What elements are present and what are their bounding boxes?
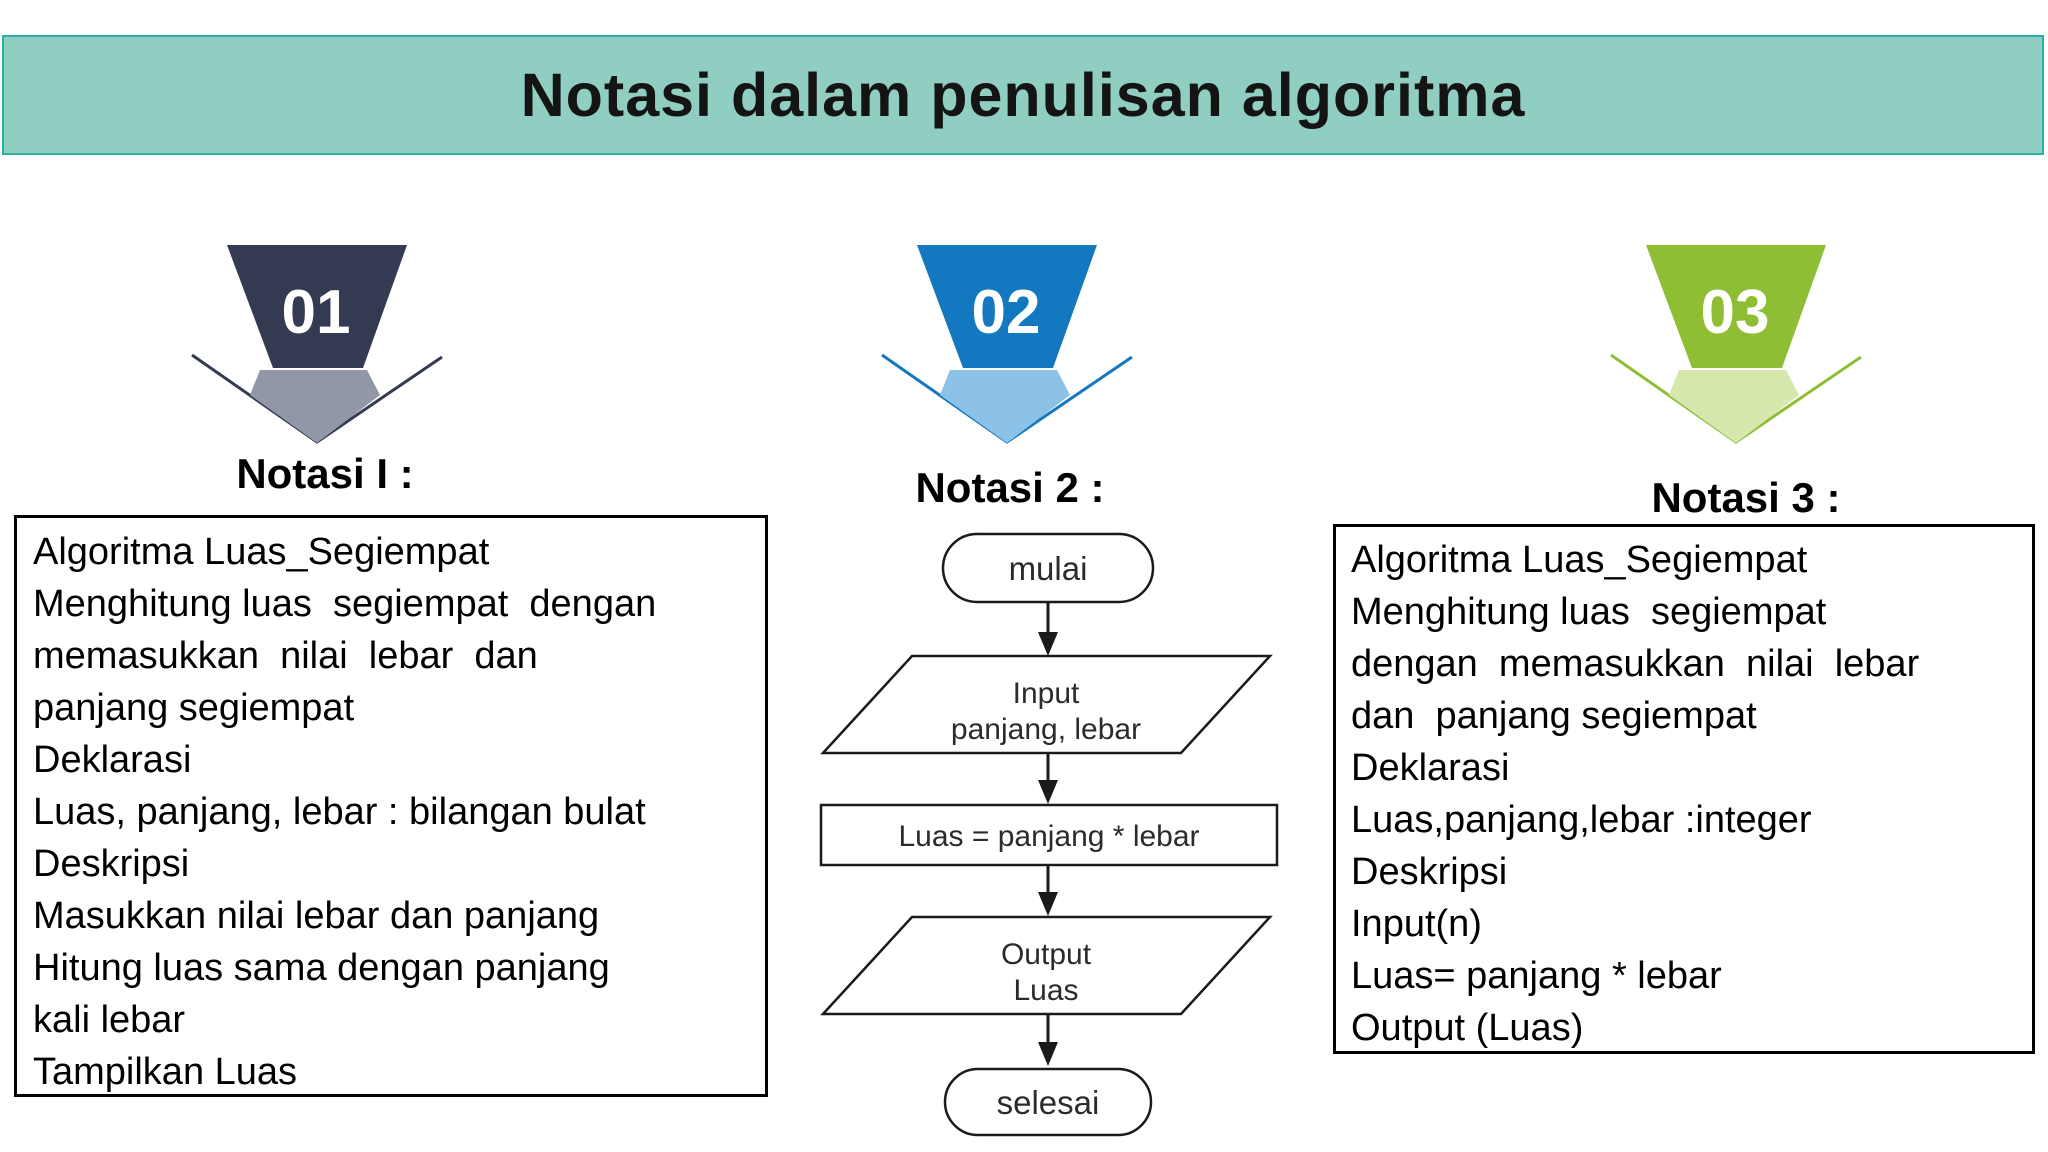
code-line: Algoritma Luas_Segiempat <box>1351 539 1808 581</box>
funnel-body <box>917 245 1097 368</box>
notasi-1-code-box: Algoritma Luas_Segiempat Menghitung luas… <box>14 515 768 1097</box>
notasi-1-label: Notasi I : <box>236 450 414 497</box>
code-line: Menghitung luas segiempat dengan <box>33 583 657 625</box>
flowchart-process-label: Luas = panjang * lebar <box>898 820 1199 853</box>
flowchart-end-label: selesai <box>997 1084 1100 1121</box>
flow-arrowhead-icon <box>1038 780 1058 804</box>
code-line: memasukkan nilai lebar dan <box>33 635 538 677</box>
funnel-body <box>1646 245 1826 368</box>
flowchart-start-label: mulai <box>1009 550 1088 587</box>
code-line: Input(n) <box>1351 903 1482 945</box>
flowchart-end-terminator <box>943 1067 1153 1137</box>
code-line: panjang segiempat <box>33 687 355 729</box>
funnel-reflection <box>250 370 380 443</box>
code-line: Masukkan nilai lebar dan panjang <box>33 895 600 937</box>
code-line: Deskripsi <box>33 843 190 885</box>
flow-arrowhead-icon <box>1038 632 1058 656</box>
code-line: Hitung luas sama dengan panjang <box>33 947 610 989</box>
flowchart-input-label-line1: Input <box>1013 677 1080 710</box>
code-line: Deskripsi <box>1351 851 1508 893</box>
flowchart-process-rect <box>819 803 1279 867</box>
funnel-number: 01 <box>282 278 351 347</box>
funnel-01-icon: 01 <box>191 245 443 444</box>
notasi-3-label: Notasi 3 : <box>1651 474 1841 521</box>
code-line: Luas= panjang * lebar <box>1351 955 1722 997</box>
code-line: Luas,panjang,lebar :integer <box>1351 799 1812 841</box>
notasi-2-label: Notasi 2 : <box>915 464 1105 511</box>
funnel-reflection <box>1669 370 1799 443</box>
flowchart-output-parallelogram <box>820 915 1273 1016</box>
funnel-number: 03 <box>1701 278 1770 347</box>
funnel-reflection <box>940 370 1070 443</box>
code-line: Luas, panjang, lebar : bilangan bulat <box>33 791 646 833</box>
funnel-body <box>227 245 407 368</box>
page-title: Notasi dalam penulisan algoritma <box>520 61 1526 129</box>
code-line: Algoritma Luas_Segiempat <box>33 531 490 573</box>
code-line: Tampilkan Luas <box>33 1051 298 1093</box>
flow-arrowhead-icon <box>1038 892 1058 916</box>
notasi-3-code-box: Algoritma Luas_Segiempat Menghitung luas… <box>1333 524 2035 1054</box>
code-line: Menghitung luas segiempat <box>1351 591 1827 633</box>
code-line: Deklarasi <box>33 739 192 781</box>
flowchart-output-label-line2: Luas <box>1013 974 1078 1007</box>
code-line: dengan memasukkan nilai lebar <box>1351 643 1920 685</box>
code-line: dan panjang segiempat <box>1351 695 1757 737</box>
flow-arrowhead-icon <box>1038 1042 1058 1066</box>
flowchart-input-label-line2: panjang, lebar <box>951 713 1141 746</box>
funnel-number: 02 <box>972 278 1041 347</box>
code-line: Output (Luas) <box>1351 1007 1584 1049</box>
funnel-03-icon: 03 <box>1610 245 1862 444</box>
flowchart: mulai Input panjang, lebar Luas = panjan… <box>819 532 1279 1137</box>
code-line: Deklarasi <box>1351 747 1510 789</box>
flowchart-input-parallelogram <box>820 654 1273 755</box>
funnel-02-icon: 02 <box>881 245 1133 444</box>
title-banner: Notasi dalam penulisan algoritma <box>2 35 2044 155</box>
flowchart-output-label-line1: Output <box>1001 938 1092 971</box>
code-line: kali lebar <box>33 999 186 1041</box>
